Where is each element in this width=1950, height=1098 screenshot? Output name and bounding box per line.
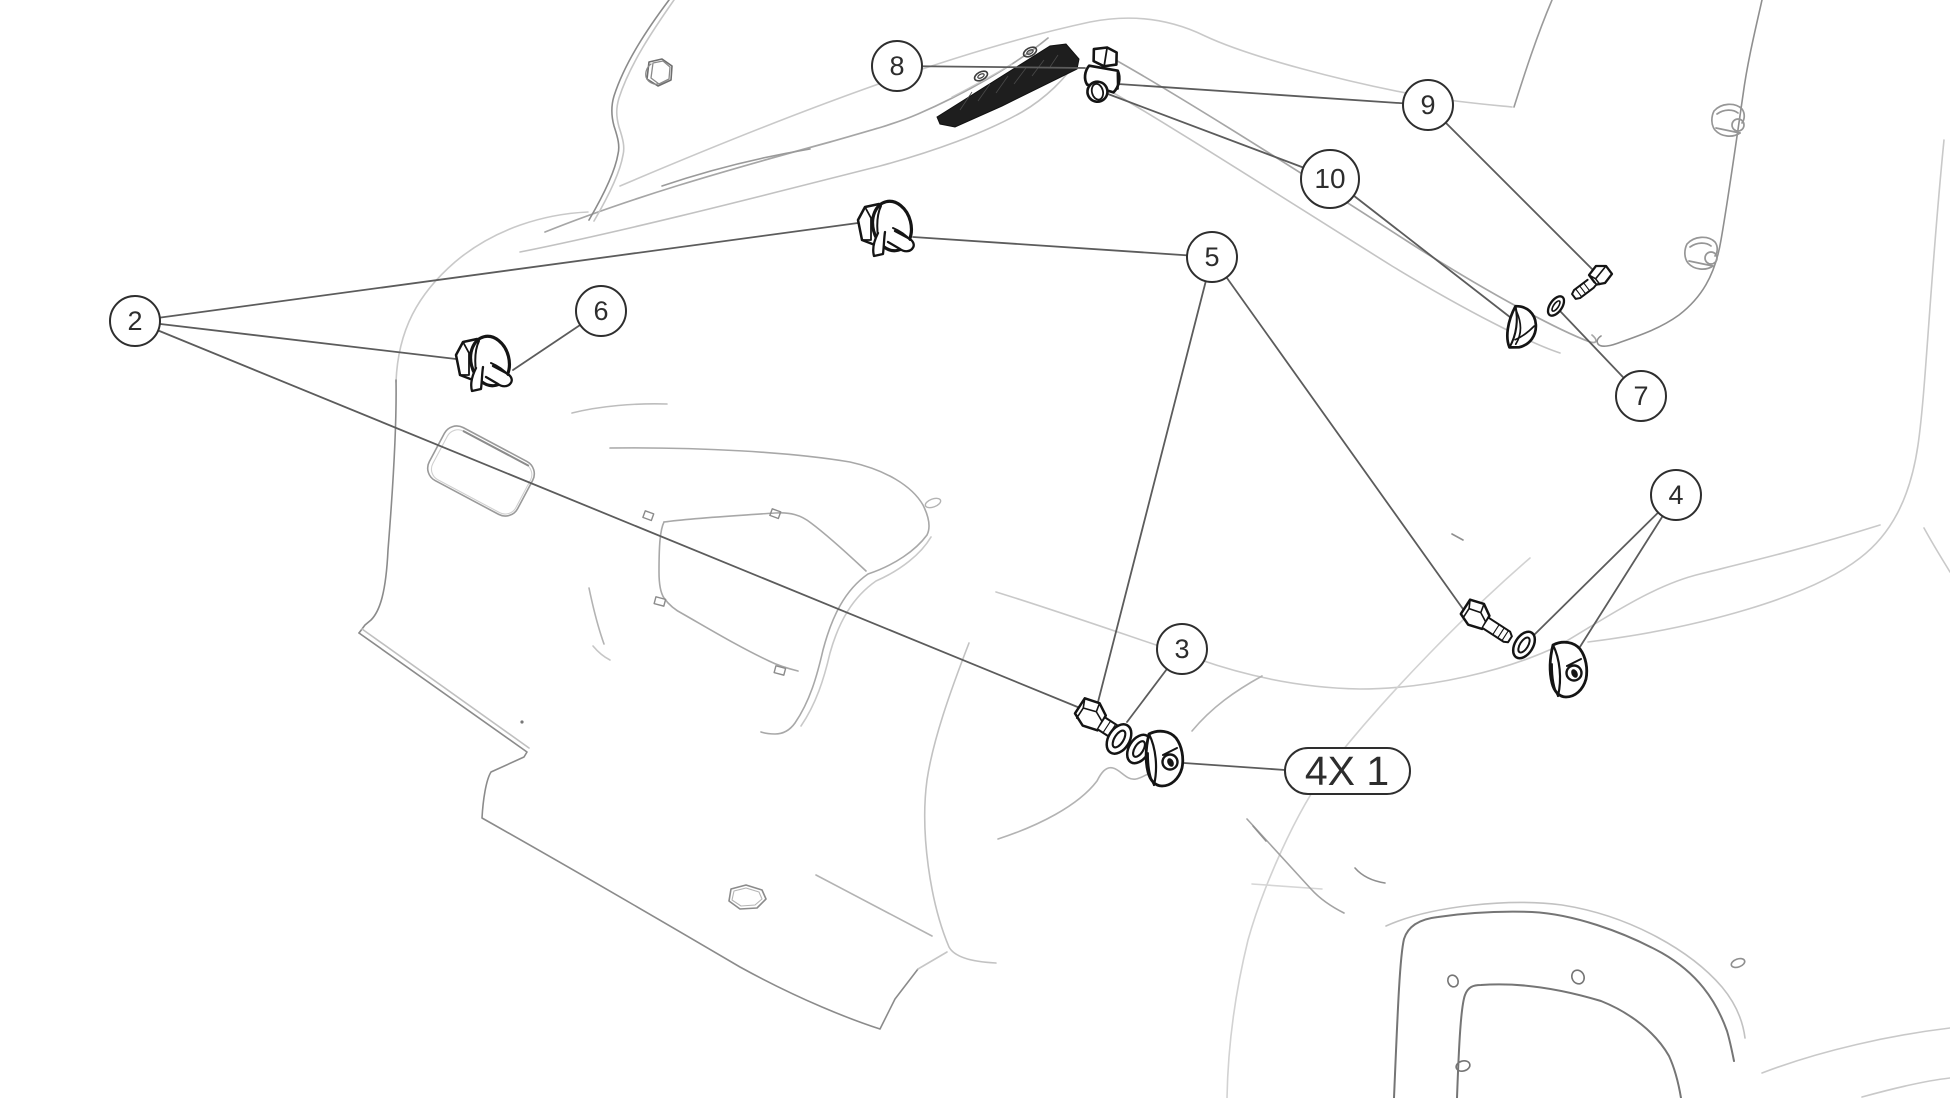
- svg-text:5: 5: [1204, 242, 1219, 272]
- svg-text:6: 6: [593, 296, 608, 326]
- svg-text:3: 3: [1174, 634, 1189, 664]
- svg-text:2: 2: [127, 306, 142, 336]
- svg-text:4X 1: 4X 1: [1305, 748, 1389, 794]
- svg-text:4: 4: [1668, 480, 1683, 510]
- svg-text:7: 7: [1633, 381, 1648, 411]
- svg-text:10: 10: [1314, 163, 1345, 194]
- svg-text:9: 9: [1420, 90, 1435, 120]
- svg-text:8: 8: [889, 51, 904, 81]
